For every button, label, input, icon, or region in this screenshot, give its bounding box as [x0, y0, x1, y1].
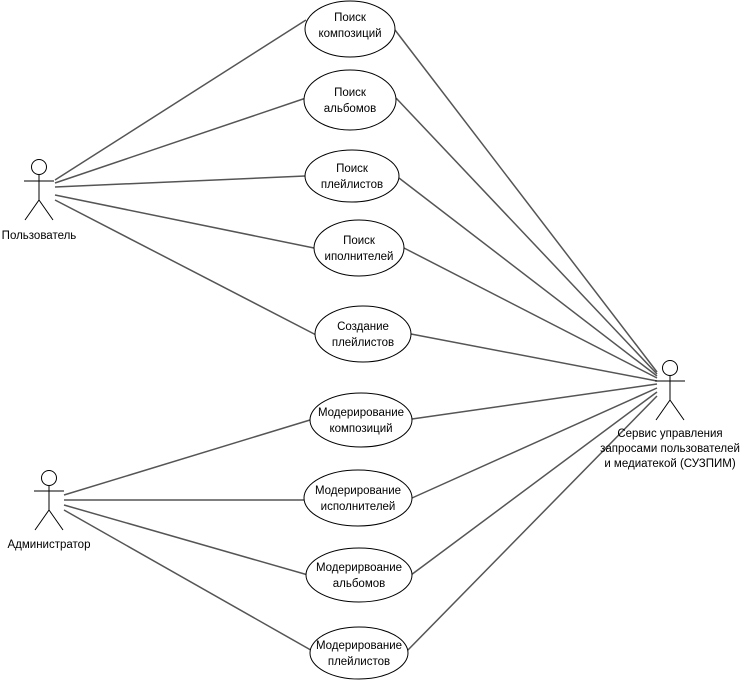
use-case-search-tracks[interactable]: Поиск композиций: [304, 0, 396, 58]
actor-admin-label: Администратор: [8, 539, 91, 551]
use-case-label-line-2: альбомов: [324, 103, 377, 115]
use-case-label-line-1: Модерирование: [315, 485, 401, 497]
actor-user-label: Пользователь: [2, 230, 77, 242]
use-case-label-line-1: Модерирование: [316, 640, 402, 652]
actor-service-head: [662, 360, 678, 376]
actor-user-left-leg: [24, 199, 40, 221]
use-case-label-line-1: Создание: [337, 321, 389, 333]
use-case-label-line-1: Модерирование: [318, 407, 404, 419]
use-case-label-line-1: Поиск: [334, 87, 367, 99]
use-case-moderate-playlists[interactable]: Модерирование плейлистов: [309, 626, 409, 680]
moderate-albums-to-service-line: [410, 391, 658, 576]
use-case-search-artists[interactable]: Поиск иполнителей: [313, 219, 405, 277]
use-case-label-line-2: композиций: [318, 28, 381, 40]
search-playlists-to-service-line: [398, 177, 658, 377]
actor-service-left-leg: [655, 399, 671, 421]
moderate-playlists-to-service-line: [404, 395, 658, 654]
use-case-label-line-2: альбомов: [333, 578, 386, 590]
actor-admin-head: [41, 470, 57, 486]
actor-user[interactable]: Пользователь: [2, 159, 77, 243]
use-case-ellipse: [309, 392, 413, 448]
actor-service-label-line-2: запросами пользователей: [600, 443, 740, 455]
admin-to-moderate-playlists-line: [63, 509, 317, 654]
actor-service-label-line-3: и медиатекой (СУЗПИМ): [604, 458, 736, 470]
actor-service[interactable]: Сервис управления запросами пользователе…: [600, 360, 740, 471]
actor-admin[interactable]: Администратор: [8, 470, 91, 552]
actor-service-label-line-1: Сервис управления: [617, 428, 722, 440]
use-case-ellipse: [305, 547, 413, 603]
user-to-search-artists-line: [54, 194, 315, 249]
actor-admin-left-leg: [34, 509, 50, 531]
user-to-search-albums-line: [54, 97, 307, 184]
actor-user-right-leg: [38, 199, 54, 221]
use-case-label-line-1: Модерирвоание: [316, 562, 402, 574]
use-case-ellipse: [313, 219, 405, 277]
use-case-label-line-2: плейлистов: [321, 179, 383, 191]
actor-service-right-leg: [669, 399, 685, 421]
use-case-label-line-2: иполнителей: [325, 251, 394, 263]
use-case-label-line-1: Поиск: [336, 163, 369, 175]
admin-to-moderate-tracks-line: [63, 419, 311, 496]
use-case-moderate-albums[interactable]: Модерирвоание альбомов: [305, 547, 413, 603]
use-case-ellipse: [304, 149, 400, 203]
use-case-ellipse: [309, 626, 409, 680]
use-case-label-line-2: плейлистов: [328, 656, 390, 668]
use-case-label-line-2: плейлистов: [332, 337, 394, 349]
search-albums-to-service-line: [395, 97, 658, 375]
use-case-ellipse: [314, 305, 412, 363]
use-case-label-line-1: Поиск: [343, 235, 376, 247]
use-case-label-line-2: исполнителей: [321, 501, 396, 513]
associations: [54, 19, 658, 654]
moderate-tracks-to-service-line: [411, 383, 658, 420]
user-to-search-playlists-line: [54, 175, 306, 188]
actor-user-head: [31, 159, 47, 175]
use-case-search-playlists[interactable]: Поиск плейлистов: [304, 149, 400, 203]
moderate-artists-to-service-line: [411, 387, 658, 499]
admin-to-moderate-albums-line: [63, 504, 309, 576]
use-case-label-line-1: Поиск: [334, 12, 367, 24]
use-case-ellipse: [303, 469, 413, 527]
create-playlists-to-service-line: [410, 333, 658, 382]
use-case-ellipse: [303, 69, 397, 131]
use-case-moderate-tracks[interactable]: Модерирование композиций: [309, 392, 413, 448]
use-case-ellipse: [304, 0, 396, 58]
actor-admin-right-leg: [48, 509, 64, 531]
search-tracks-to-service-line: [394, 29, 658, 373]
use-case-create-playlists[interactable]: Создание плейлистов: [314, 305, 412, 363]
use-case-label-line-2: композиций: [329, 423, 392, 435]
user-to-search-tracks-line: [54, 19, 307, 181]
user-to-create-playlists-line: [54, 199, 321, 338]
use-case-moderate-artists[interactable]: Модерирование исполнителей: [303, 469, 413, 527]
search-artists-to-service-line: [403, 247, 658, 379]
use-case-search-albums[interactable]: Поиск альбомов: [303, 69, 397, 131]
